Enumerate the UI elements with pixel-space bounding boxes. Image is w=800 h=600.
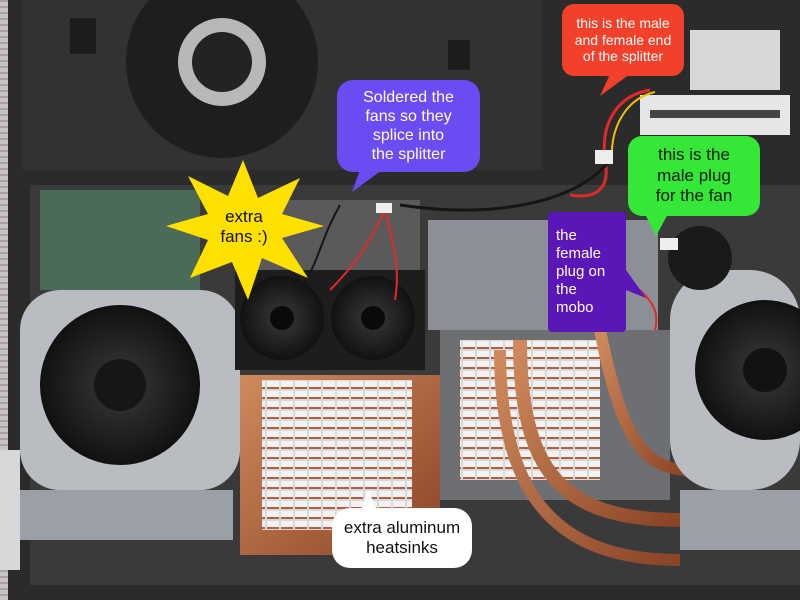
tape-hole [192, 32, 252, 92]
fan-male-plug [660, 238, 678, 250]
label-sticker [690, 30, 780, 90]
callout-line: heatsinks [366, 538, 438, 557]
extra-fan-hub [361, 306, 385, 330]
callout-line: the splitter [371, 146, 446, 164]
callout-line: extra aluminum [343, 517, 461, 537]
callout-line: female [556, 245, 602, 262]
aluminum-heatsink-fins [262, 380, 412, 530]
callout-tail [360, 490, 378, 512]
callout-soldered-fans: Soldered the fans so they splice into th… [337, 80, 480, 172]
fan-connector-fan [668, 226, 732, 290]
callout-line: this is the [658, 145, 730, 165]
callout-line: this is the male [576, 14, 670, 31]
aluminum-foil [0, 450, 20, 570]
callout-line: the [556, 227, 577, 244]
callout-line: the [556, 281, 577, 298]
callout-tail [600, 74, 630, 96]
splitter-wire [610, 91, 656, 161]
callout-line: fans :) [220, 227, 268, 246]
callout-tail [352, 170, 382, 192]
right-fan-hub [743, 348, 787, 392]
callout-line: mobo [556, 299, 594, 316]
battery-slot [70, 18, 96, 54]
callout-line: extra [225, 206, 263, 226]
right-heatsink-plate [680, 490, 800, 550]
callout-splitter-end: this is the male and female end of the s… [562, 4, 684, 76]
splitter-wire [399, 159, 612, 212]
pcb-green [40, 190, 200, 290]
callout-line: plug on [556, 263, 606, 280]
fan-wire [299, 204, 341, 291]
callout-line: and female end [574, 31, 672, 48]
left-fan-hub [94, 359, 146, 411]
splitter-connector [595, 150, 613, 164]
callout-line: fans so they [365, 107, 452, 125]
callout-female-plug: the female plug on the mobo [548, 212, 626, 332]
left-heatsink-plate [18, 490, 233, 540]
callout-tail [626, 270, 646, 298]
callout-line: for the fan [655, 186, 733, 206]
heat-pipe [513, 339, 681, 527]
callout-male-plug: this is the male plug for the fan [628, 136, 760, 216]
mobo-wire [639, 289, 658, 331]
callout-line: Soldered the [363, 88, 454, 106]
extra-fan-hub [270, 306, 294, 330]
callout-line: of the splitter [582, 48, 664, 65]
callout-tail [645, 214, 668, 236]
battery-slot [448, 40, 470, 70]
heat-pipe [494, 349, 681, 566]
callout-extra-fans: extra fans :) [164, 162, 324, 292]
callout-line: male plug [657, 165, 731, 185]
callout-extra-heatsinks: extra aluminum heatsinks [332, 508, 472, 568]
starburst-shape [166, 160, 324, 300]
barcode [650, 110, 780, 118]
callout-line: splice into [372, 127, 445, 144]
splice-connector [376, 203, 392, 213]
fan-wire [384, 209, 398, 301]
fan-wire [329, 209, 386, 291]
heat-pipe [594, 328, 691, 476]
